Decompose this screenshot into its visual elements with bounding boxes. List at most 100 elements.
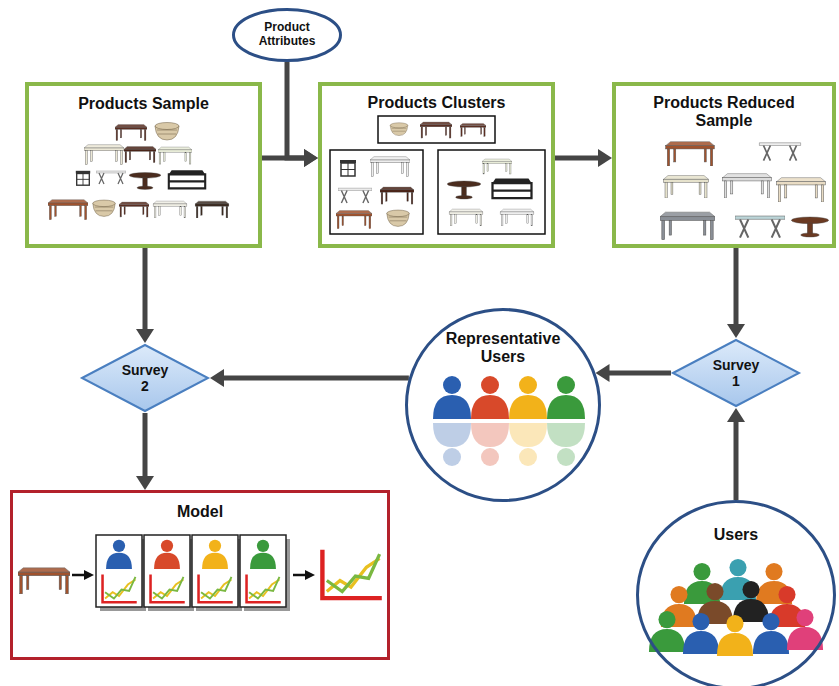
table-icon xyxy=(370,157,410,177)
table-icon xyxy=(380,187,414,204)
arrowhead xyxy=(598,149,612,167)
table-icon xyxy=(195,201,229,218)
table-icon xyxy=(124,147,156,163)
table-icon xyxy=(660,212,715,240)
connector-line xyxy=(287,62,306,158)
table-icon xyxy=(723,174,772,198)
table-icon xyxy=(777,178,826,202)
process-box: Products Reduced Sample xyxy=(612,82,836,248)
decision-diamond: Survey 1 xyxy=(671,338,801,408)
node-label: Survey 1 xyxy=(713,357,760,389)
person-icon xyxy=(753,613,789,654)
person-reflection xyxy=(433,423,585,466)
arrowhead xyxy=(136,476,154,490)
arrowhead xyxy=(304,149,318,167)
node-label: Product Attributes xyxy=(259,21,316,49)
node-label: Products Sample xyxy=(78,95,209,113)
table-icon xyxy=(119,202,149,217)
person-icon xyxy=(509,376,547,419)
connector-line xyxy=(222,376,409,381)
node-shape xyxy=(407,310,600,501)
group-circle: Representative Users xyxy=(405,308,601,502)
connector-line xyxy=(143,248,148,331)
model-illustration xyxy=(18,535,382,611)
node-label: Model xyxy=(177,503,223,521)
connector-line xyxy=(734,248,739,326)
cluster-frame xyxy=(438,150,545,234)
table-icon xyxy=(500,209,534,226)
text-holder: Product Attributes xyxy=(232,8,342,62)
table-icon xyxy=(791,217,828,237)
person-icon xyxy=(547,423,585,466)
person-icon xyxy=(547,376,585,419)
model-arrow xyxy=(72,574,84,577)
user-crowd xyxy=(649,559,823,656)
connector-line xyxy=(555,156,600,161)
model-arrowhead xyxy=(305,570,315,580)
table-icon xyxy=(129,173,161,190)
node-shape xyxy=(234,10,341,61)
table-icon xyxy=(449,209,483,226)
text-holder: Users xyxy=(636,500,836,686)
table-icon xyxy=(155,123,179,141)
table-icon xyxy=(153,201,187,218)
model-card xyxy=(96,535,142,607)
table-icon xyxy=(387,210,409,226)
text-holder: Representative Users xyxy=(405,308,601,502)
connector-line xyxy=(608,371,671,376)
person-icon xyxy=(471,423,509,466)
node-label: Users xyxy=(714,526,758,544)
flow-arrow xyxy=(287,62,318,167)
node-label: Representative Users xyxy=(446,330,561,367)
flow-arrow xyxy=(727,248,745,338)
flow-arrow xyxy=(555,149,612,167)
table-icon xyxy=(482,159,512,174)
cluster-frame xyxy=(330,150,423,234)
person-icon xyxy=(787,609,823,650)
arrowhead xyxy=(136,329,154,343)
model-card xyxy=(240,535,286,607)
model-card xyxy=(192,535,238,607)
text-holder: Survey 1 xyxy=(671,338,801,408)
table-icon xyxy=(664,176,709,199)
connector-line xyxy=(262,156,306,161)
flow-arrow xyxy=(727,408,745,500)
person-icon xyxy=(106,540,132,569)
flow-arrow xyxy=(596,364,671,382)
cluster-groups xyxy=(330,116,545,234)
table-icon xyxy=(759,143,800,161)
node-label: Products Reduced Sample xyxy=(644,94,804,131)
reduced-furniture xyxy=(660,142,829,240)
person-icon xyxy=(717,615,753,656)
table-icon xyxy=(447,181,481,199)
table-icon xyxy=(76,171,90,185)
flow-arrow xyxy=(136,413,154,490)
cluster-frame xyxy=(378,116,495,143)
output-box: Model xyxy=(10,490,390,660)
model-card xyxy=(144,535,190,607)
model-arrowhead xyxy=(84,570,94,580)
table-icon xyxy=(735,216,785,238)
table-icon xyxy=(338,188,372,203)
table-icon xyxy=(493,179,532,199)
arrowhead xyxy=(304,149,318,167)
table-icon xyxy=(340,160,356,176)
arrowhead xyxy=(727,408,745,422)
connector-line xyxy=(734,420,739,500)
decision-diamond: Survey 2 xyxy=(80,343,210,413)
chart-icon xyxy=(103,574,137,602)
arrowhead xyxy=(210,369,224,387)
table-icon xyxy=(666,142,715,166)
table-icon xyxy=(420,122,452,138)
node-shape xyxy=(82,345,208,411)
node-label: Products Clusters xyxy=(368,94,506,112)
text-holder: Model xyxy=(13,493,387,657)
chart-icon xyxy=(151,574,185,602)
person-icon xyxy=(433,423,471,466)
process-box: Products Sample xyxy=(25,82,262,248)
text-holder: Survey 2 xyxy=(80,343,210,413)
table-icon xyxy=(390,123,408,136)
connector-line xyxy=(143,413,148,478)
person-icon xyxy=(250,540,276,569)
node-shape xyxy=(638,502,835,686)
